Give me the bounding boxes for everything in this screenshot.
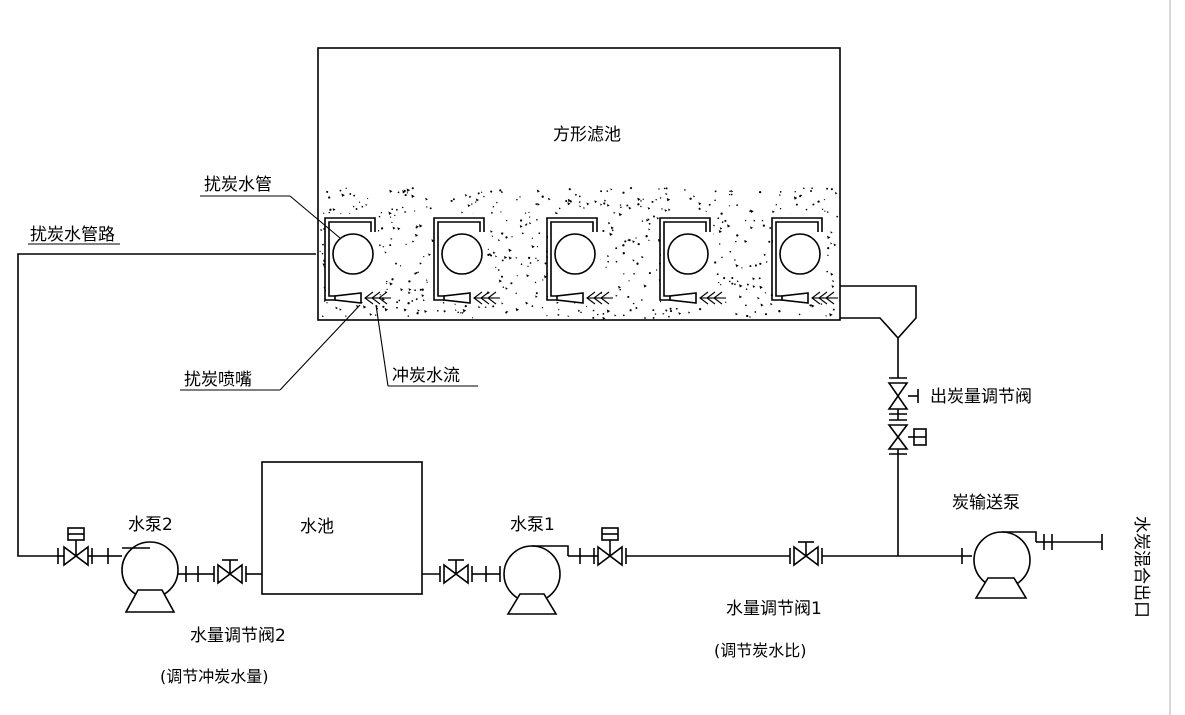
flush-flow-label: 冲炭水流 [392,366,460,386]
outlet-valve-stack [887,377,927,556]
filter-pool-label: 方形滤池 [553,125,621,145]
stir-unit-2 [433,214,500,305]
stir-pipe-label: 扰炭水管 [204,175,272,195]
stir-pipe-icon [332,233,374,275]
valve2-label: 水量调节阀2 [190,626,286,646]
stir-pipe-icon [554,233,596,275]
outlet-label: 水炭混合出口 [1131,516,1151,618]
carbon-pump-label: 炭输送泵 [952,493,1020,513]
annotation-leaders [28,195,478,391]
stir-unit-4 [659,214,726,305]
pump2-label: 水泵2 [128,515,173,535]
stir-unit-3 [546,214,613,305]
stir-nozzle-label: 扰炭喷嘴 [184,370,252,390]
valve2-note: (调节冲炭水量) [160,667,269,686]
valve1-note: (调节炭水比) [714,641,807,660]
square-filter-pool [317,47,917,378]
stir-pipe-route [17,253,316,557]
stir-unit-1 [324,214,391,305]
stir-pipe-icon [779,233,821,275]
water-pool-label: 水池 [300,517,334,537]
stir-pipe-route-label: 扰炭水管路 [30,225,115,245]
stir-unit-5 [771,214,838,305]
valve1-label: 水量调节阀1 [726,599,822,619]
stir-pipe-units [324,214,838,305]
main-pipeline [57,461,1103,615]
stir-pipe-icon [667,233,709,275]
pump1-label: 水泵1 [510,515,555,535]
outlet-valve-label: 出炭量调节阀 [930,387,1032,407]
stir-pipe-icon [441,233,483,275]
